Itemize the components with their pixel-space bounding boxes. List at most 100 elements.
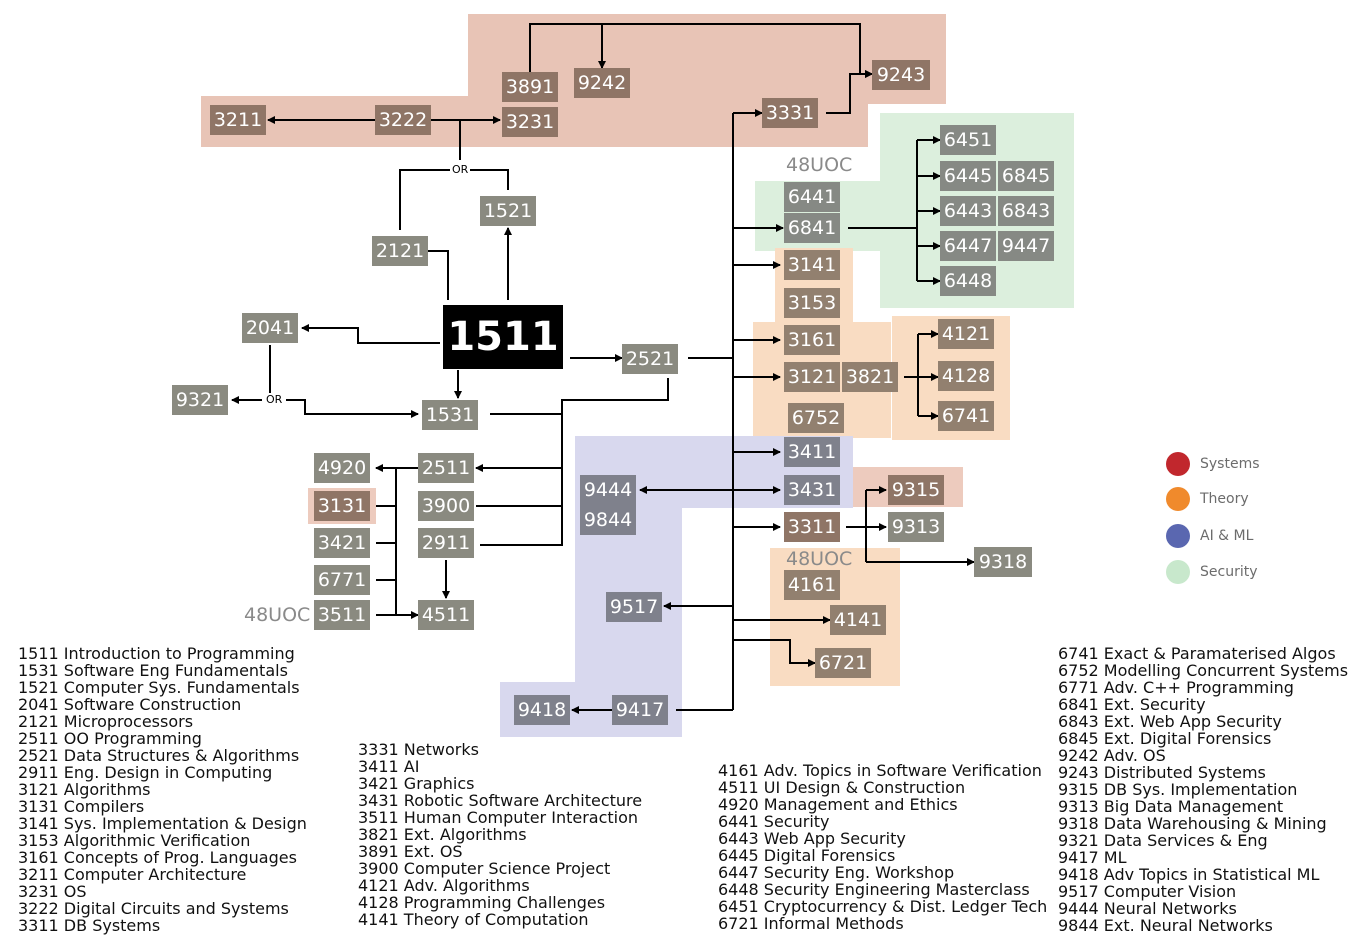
- course-description: 4161 Adv. Topics in Software Verificatio…: [718, 761, 1042, 780]
- course-node-3411[interactable]: 3411: [784, 437, 840, 467]
- course-node-9447[interactable]: 9447: [998, 231, 1054, 261]
- course-description: 6741 Exact & Paramaterised Algos: [1058, 644, 1336, 663]
- course-node-6841[interactable]: 6841: [784, 213, 840, 243]
- course-node-3161[interactable]: 3161: [784, 325, 840, 355]
- course-node-9318[interactable]: 9318: [974, 547, 1032, 577]
- course-node-6741[interactable]: 6741: [938, 401, 994, 431]
- course-node-9321[interactable]: 9321: [172, 385, 228, 415]
- course-node-3121[interactable]: 3121: [784, 362, 840, 392]
- course-node-4920[interactable]: 4920: [314, 453, 370, 483]
- course-node-2041[interactable]: 2041: [242, 313, 298, 343]
- course-node-6843[interactable]: 6843: [998, 196, 1054, 226]
- course-node-6441[interactable]: 6441: [784, 182, 840, 212]
- course-node-3131[interactable]: 3131: [314, 491, 370, 521]
- course-node-9517[interactable]: 9517: [606, 592, 662, 622]
- course-description: 9313 Big Data Management: [1058, 797, 1284, 816]
- course-node-6721[interactable]: 6721: [815, 648, 871, 678]
- course-description: 3211 Computer Architecture: [18, 865, 247, 884]
- course-description: 9315 DB Sys. Implementation: [1058, 780, 1298, 799]
- course-node-6752[interactable]: 6752: [788, 403, 844, 433]
- course-node-3211[interactable]: 3211: [210, 105, 266, 135]
- course-description: 4511 UI Design & Construction: [718, 778, 966, 797]
- course-description: 6752 Modelling Concurrent Systems: [1058, 661, 1349, 680]
- legend-item-theory: Theory: [1166, 487, 1249, 511]
- course-description: 2511 OO Programming: [18, 729, 202, 748]
- course-description: 2521 Data Structures & Algorithms: [18, 746, 300, 765]
- course-description: 1531 Software Eng Fundamentals: [18, 661, 288, 680]
- course-node-6443[interactable]: 6443: [940, 196, 996, 226]
- course-description: 9242 Adv. OS: [1058, 746, 1166, 765]
- course-node-6447[interactable]: 6447: [940, 231, 996, 261]
- course-node-9313[interactable]: 9313: [888, 512, 944, 542]
- course-node-9315[interactable]: 9315: [888, 475, 944, 505]
- course-description: 3331 Networks: [358, 740, 479, 759]
- course-node-1521[interactable]: 1521: [480, 196, 536, 226]
- course-node-4128[interactable]: 4128: [938, 361, 994, 391]
- course-description: 3153 Algorithmic Verification: [18, 831, 251, 850]
- course-node-3421[interactable]: 3421: [314, 528, 370, 558]
- course-node-2911[interactable]: 2911: [418, 528, 474, 558]
- course-description: 9844 Ext. Neural Networks: [1058, 916, 1273, 935]
- course-description: 9417 ML: [1058, 848, 1127, 867]
- course-node-9417[interactable]: 9417: [612, 695, 668, 725]
- course-node-6448[interactable]: 6448: [940, 266, 996, 296]
- course-node-3311[interactable]: 3311: [784, 512, 840, 542]
- course-node-6445[interactable]: 6445: [940, 161, 996, 191]
- course-node-3141[interactable]: 3141: [784, 250, 840, 280]
- course-node-9243[interactable]: 9243: [872, 60, 930, 90]
- course-description: 4128 Programming Challenges: [358, 893, 606, 912]
- course-description: 9444 Neural Networks: [1058, 899, 1237, 918]
- legend-item-security: Security: [1166, 560, 1258, 584]
- theory-dot-icon: [1166, 487, 1190, 511]
- course-description: 3900 Computer Science Project: [358, 859, 611, 878]
- course-node-4141[interactable]: 4141: [830, 605, 886, 635]
- course-node-4511[interactable]: 4511: [418, 600, 474, 630]
- course-description: 3421 Graphics: [358, 774, 475, 793]
- course-node-3821[interactable]: 3821: [842, 362, 898, 392]
- legend-item-systems: Systems: [1166, 452, 1260, 476]
- course-description: 9517 Computer Vision: [1058, 882, 1237, 901]
- course-description: 3891 Ext. OS: [358, 842, 463, 861]
- course-description: 9418 Adv Topics in Statistical ML: [1058, 865, 1320, 884]
- course-node-9844[interactable]: 9844: [580, 505, 636, 535]
- course-node-4121[interactable]: 4121: [938, 319, 994, 349]
- course-node-6451[interactable]: 6451: [940, 125, 996, 155]
- course-node-6771[interactable]: 6771: [314, 565, 370, 595]
- course-description: 6721 Informal Methods: [718, 914, 904, 933]
- course-node-3900[interactable]: 3900: [418, 491, 474, 521]
- course-description: 3511 Human Computer Interaction: [358, 808, 639, 827]
- course-description: 6448 Security Engineering Masterclass: [718, 880, 1030, 899]
- course-description: 6447 Security Eng. Workshop: [718, 863, 955, 882]
- course-node-3431[interactable]: 3431: [784, 475, 840, 505]
- course-node-9242[interactable]: 9242: [574, 68, 630, 98]
- course-node-3231[interactable]: 3231: [502, 107, 558, 137]
- uoc-requirement-label: 48UOC: [786, 154, 853, 176]
- legend-label: Systems: [1200, 456, 1260, 472]
- course-node-1511[interactable]: 1511: [443, 305, 563, 369]
- course-node-4161[interactable]: 4161: [784, 570, 840, 600]
- course-description: 2911 Eng. Design in Computing: [18, 763, 273, 782]
- course-node-3511[interactable]: 3511: [314, 600, 370, 630]
- course-node-2121[interactable]: 2121: [372, 236, 428, 266]
- course-description: 2041 Software Construction: [18, 695, 242, 714]
- course-node-9418[interactable]: 9418: [514, 695, 570, 725]
- course-description: 1511 Introduction to Programming: [18, 644, 295, 663]
- course-node-2521[interactable]: 2521: [622, 344, 678, 374]
- course-node-2511[interactable]: 2511: [418, 453, 474, 483]
- course-node-3891[interactable]: 3891: [502, 72, 558, 102]
- course-node-6845[interactable]: 6845: [998, 161, 1054, 191]
- course-node-3222[interactable]: 3222: [375, 105, 431, 135]
- course-node-1531[interactable]: 1531: [422, 400, 478, 430]
- course-description: 3411 AI: [358, 757, 420, 776]
- course-description: 4121 Adv. Algorithms: [358, 876, 530, 895]
- legend-label: Security: [1200, 564, 1258, 580]
- security-dot-icon: [1166, 560, 1190, 584]
- legend-item-ai-ml: AI & ML: [1166, 524, 1253, 548]
- uoc-requirement-label: 48UOC: [244, 604, 311, 626]
- course-description: 3141 Sys. Implementation & Design: [18, 814, 307, 833]
- course-node-3153[interactable]: 3153: [784, 288, 840, 318]
- course-node-9444[interactable]: 9444: [580, 475, 636, 505]
- course-node-3331[interactable]: 3331: [762, 98, 818, 128]
